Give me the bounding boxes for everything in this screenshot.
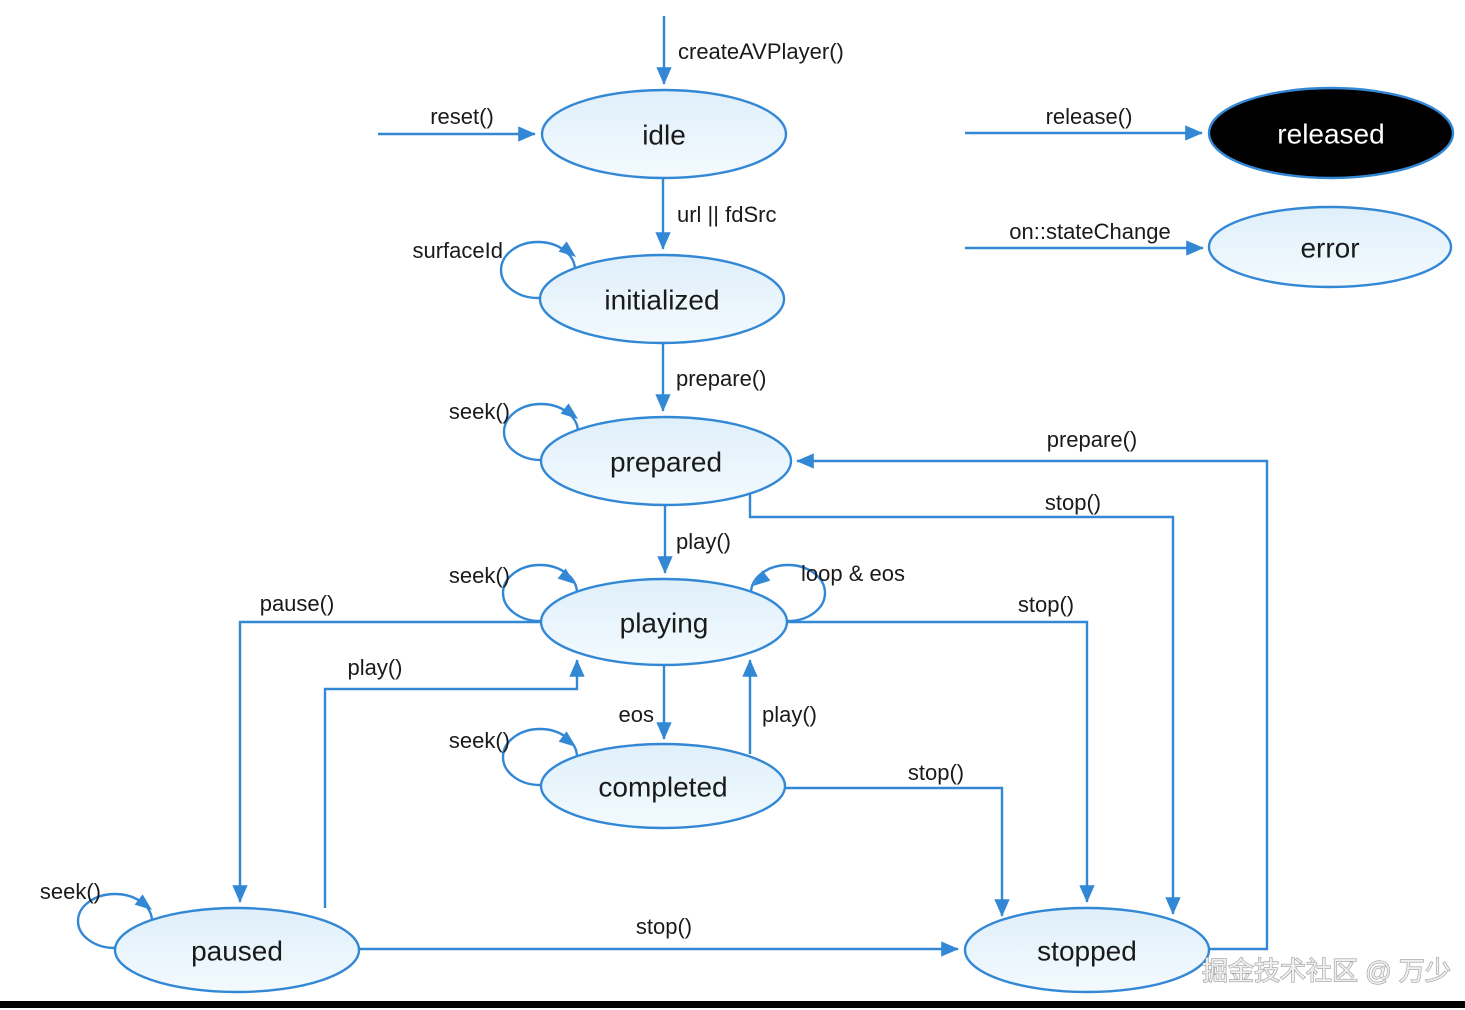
label-prepare: prepare() xyxy=(676,366,766,391)
label-seek-completed: seek() xyxy=(449,728,510,753)
state-playing-label: playing xyxy=(620,608,709,639)
edge-prepare-stopped xyxy=(796,453,1269,951)
arrowhead xyxy=(557,568,575,584)
label-prepare-stopped: prepare() xyxy=(1047,427,1137,452)
arrowhead xyxy=(753,570,771,586)
label-on-statechange: on::stateChange xyxy=(1009,219,1170,244)
arrowhead xyxy=(558,241,576,257)
state-paused-label: paused xyxy=(191,936,283,967)
edge-stop-prepared xyxy=(748,494,1181,915)
edge-stop-completed xyxy=(786,786,1010,917)
label-play-completed: play() xyxy=(762,702,817,727)
self-loop-arrowheads xyxy=(134,241,771,910)
state-idle-label: idle xyxy=(642,120,686,151)
watermark: 掘金技术社区 @ 万少 xyxy=(1202,956,1451,986)
state-nodes xyxy=(113,86,1455,994)
edge-pause xyxy=(232,620,542,903)
footer-bar xyxy=(0,1001,1465,1008)
state-error-shape xyxy=(1207,205,1453,289)
state-labels: idle initialized prepared playing comple… xyxy=(191,119,1385,967)
label-loop-eos: loop & eos xyxy=(801,561,905,586)
state-paused-shape xyxy=(113,906,361,994)
edge-stop-playing xyxy=(787,620,1095,903)
label-stop-paused: stop() xyxy=(636,914,692,939)
label-stop-completed: stop() xyxy=(908,760,964,785)
state-prepared-label: prepared xyxy=(610,447,722,478)
transition-labels: createAVPlayer() reset() url || fdSrc su… xyxy=(40,39,1171,939)
label-url-fdsrc: url || fdSrc xyxy=(677,202,776,227)
arrowhead xyxy=(558,731,576,747)
label-reset: reset() xyxy=(430,104,494,129)
label-createavplayer: createAVPlayer() xyxy=(678,39,844,64)
state-released-shape xyxy=(1207,86,1455,180)
label-stop-playing: stop() xyxy=(1018,592,1074,617)
state-error-label: error xyxy=(1300,233,1359,264)
label-seek-paused: seek() xyxy=(40,879,101,904)
state-released-label: released xyxy=(1277,119,1384,150)
label-play-prepared: play() xyxy=(676,529,731,554)
label-eos: eos xyxy=(619,702,654,727)
transition-edges xyxy=(232,16,1269,957)
label-release: release() xyxy=(1046,104,1133,129)
state-initialized-label: initialized xyxy=(604,285,719,316)
state-completed-label: completed xyxy=(598,772,727,803)
state-completed-shape xyxy=(539,742,787,830)
state-stopped-label: stopped xyxy=(1037,936,1137,967)
arrowhead xyxy=(134,894,152,910)
label-seek-prepared: seek() xyxy=(449,399,510,424)
arrowhead xyxy=(560,403,578,419)
label-play-paused: play() xyxy=(347,655,402,680)
edge-play-paused xyxy=(323,659,585,908)
label-surfaceid: surfaceId xyxy=(413,238,504,263)
label-stop-prepared: stop() xyxy=(1045,490,1101,515)
label-pause: pause() xyxy=(260,591,335,616)
label-seek-playing: seek() xyxy=(449,563,510,588)
